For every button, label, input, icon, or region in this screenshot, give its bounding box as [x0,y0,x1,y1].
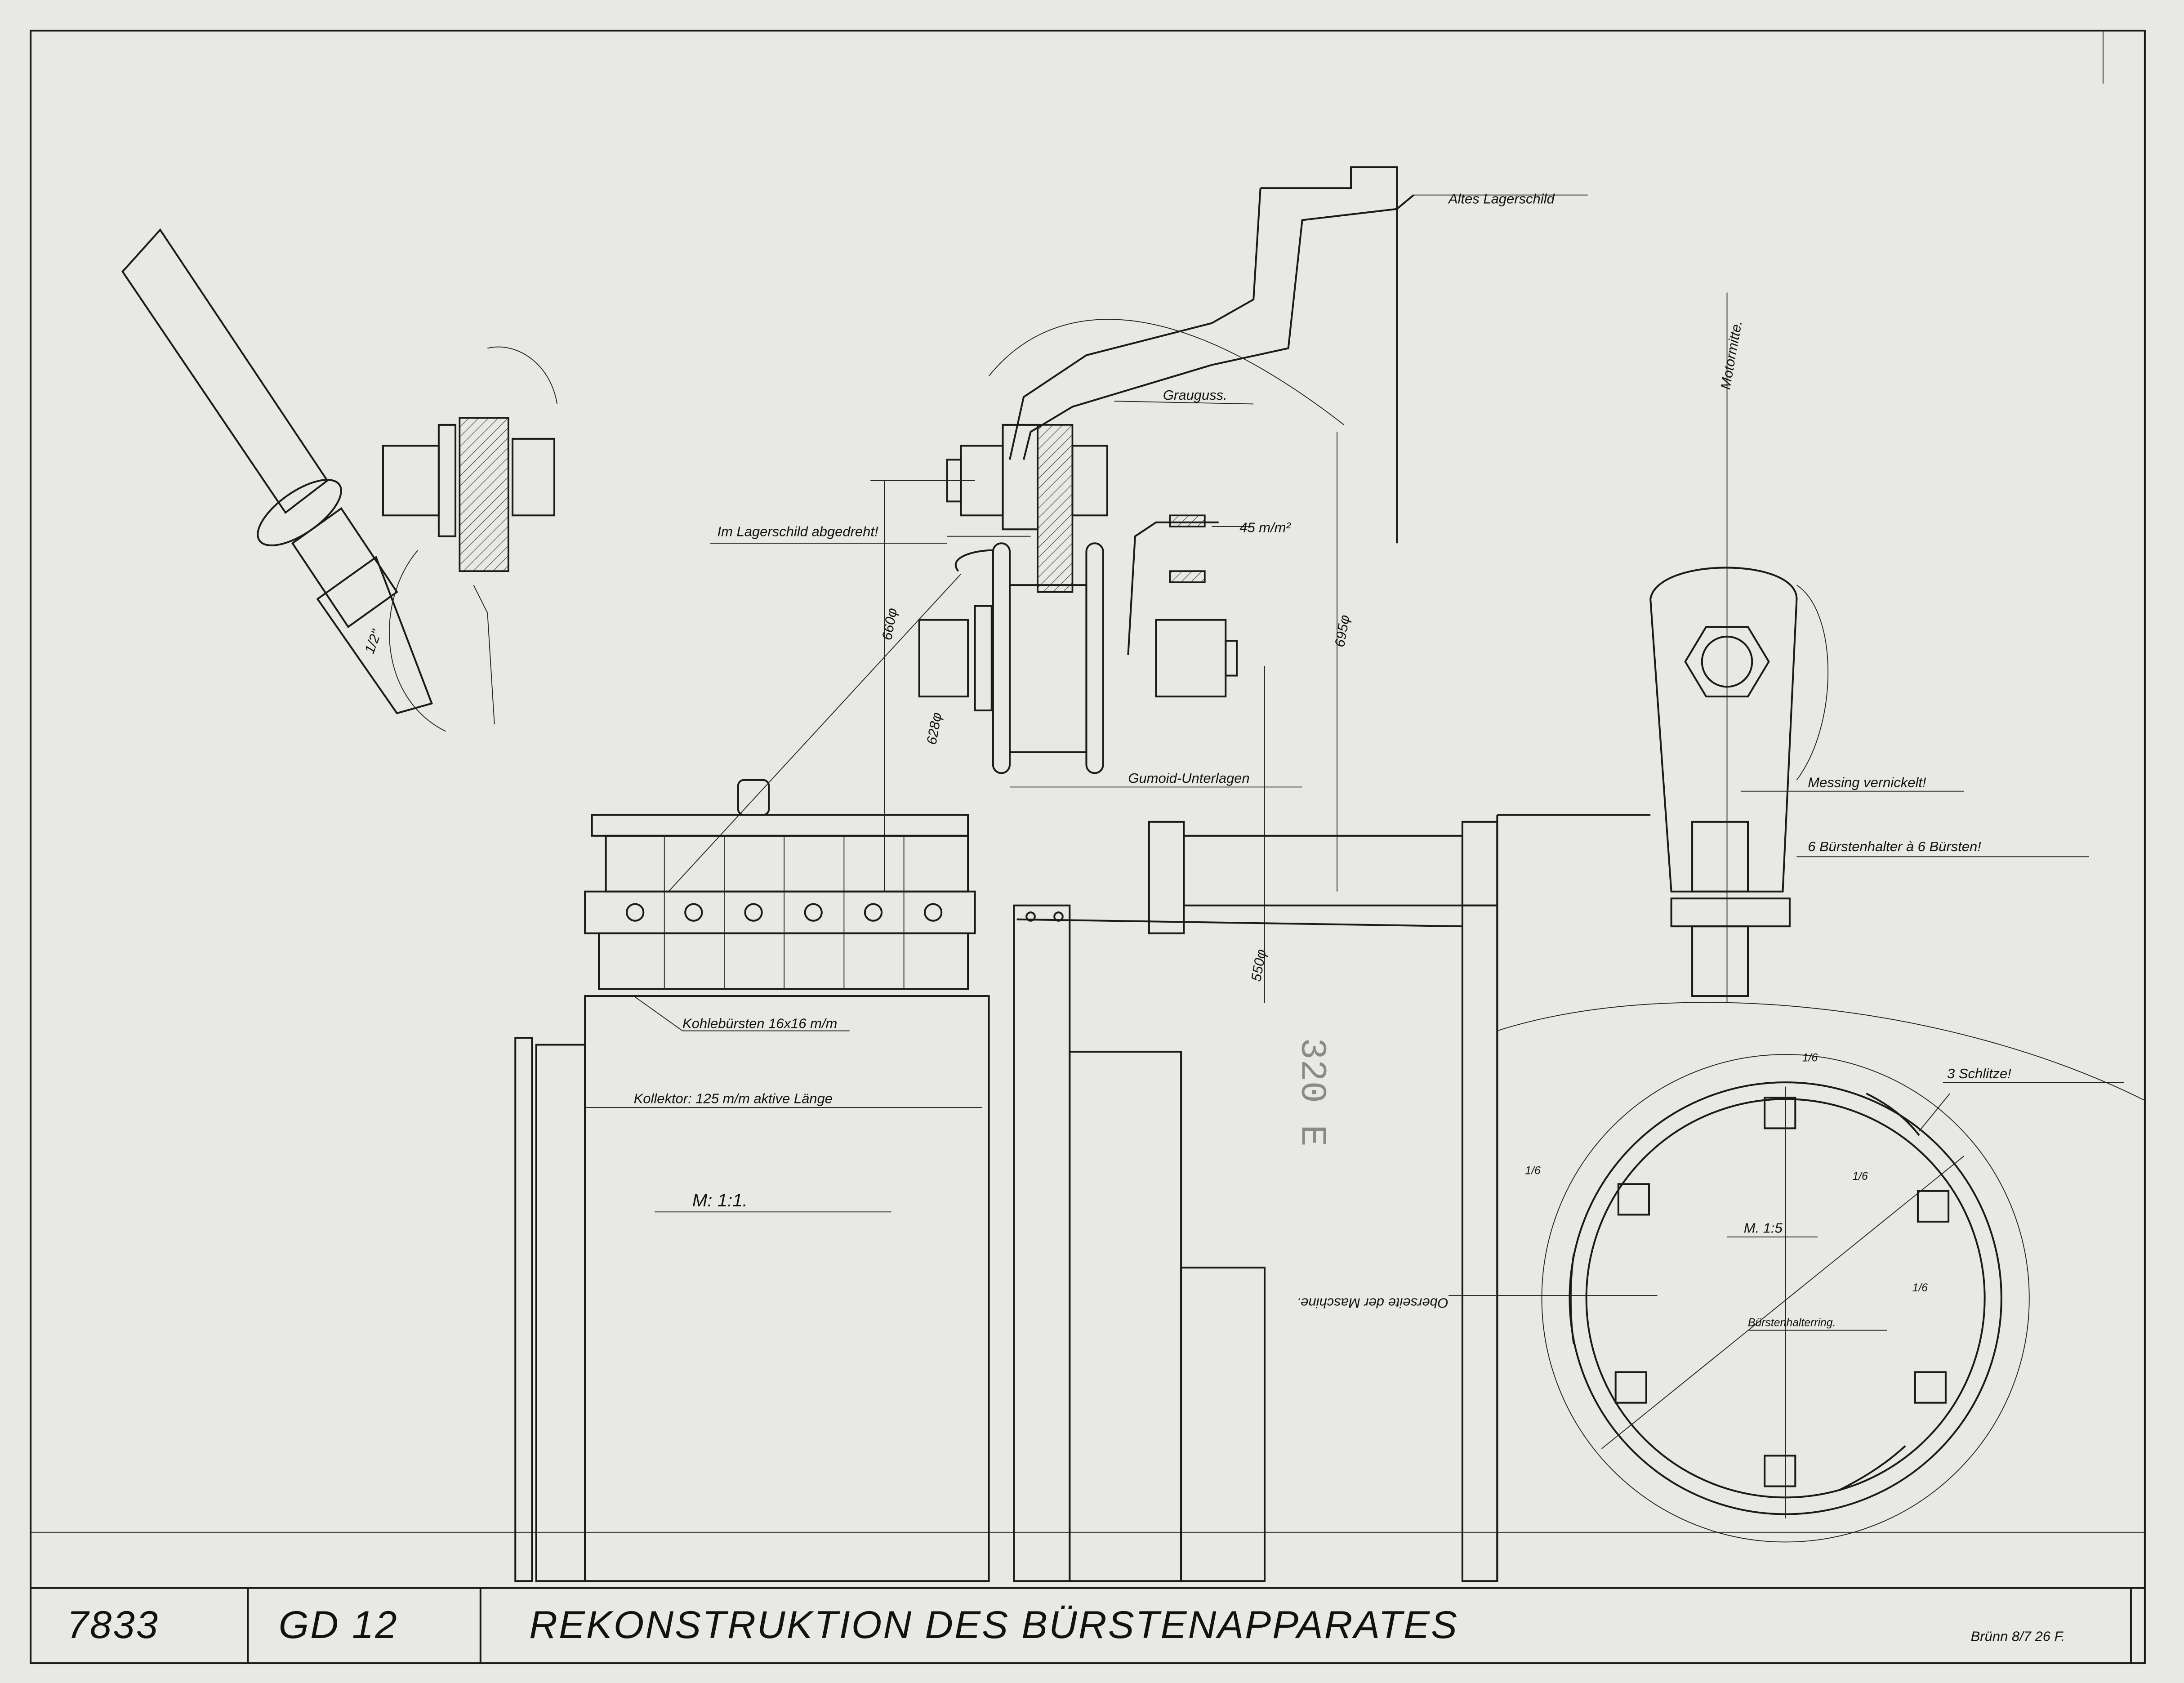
place-date-signature: Brünn 8/7 26 F. [1971,1628,2065,1644]
dimension-660: 660φ [879,607,900,641]
label-ring-name: Bürstenhalterring. [1748,1317,1836,1329]
label-sixth-left: 1/6 [1525,1165,1541,1177]
brush-holder-ring [1541,1054,2124,1543]
dimension-628: 628φ [923,711,945,746]
drawing-title: REKONSTRUKTION DES BÜRSTENAPPARATES [529,1603,1458,1647]
bolt-assembly [668,401,1338,1003]
label-scale-main: M: 1:1. [692,1190,748,1210]
thread-label: 1/2" [361,627,385,656]
handle-detail: 1/2" [121,228,558,732]
type-code: GD 12 [279,1603,398,1647]
label-abgedreht: Im Lagerschild abgedreht! [717,524,878,540]
label-cross-section: 45 m/m² [1239,519,1291,535]
label-oberseite: Oberseite der Maschine. [1297,1295,1449,1311]
label-sixth-top: 1/6 [1802,1052,1818,1064]
label-altes-lagerschild: Altes Lagerschild [1448,191,1556,206]
label-sixth-right: 1/6 [1912,1282,1928,1294]
label-motormitte: Motormitte. [1717,319,1745,391]
label-kollektor: Kollektor: 125 m/m aktive Länge [634,1091,833,1107]
label-messing: Messing vernickelt! [1808,774,1926,790]
brush-holder-arm [1649,292,2090,1003]
label-sixth-center: 1/6 [1852,1170,1868,1183]
label-kohlebuersten: Kohlebürsten 16x16 m/m [682,1015,837,1031]
label-grauguss: Grauguss. [1163,387,1227,403]
label-scale-ring: M. 1:5 [1744,1220,1783,1236]
brush-holes [626,903,943,922]
bearing-shield [988,166,1588,544]
dimension-695: 695φ [1332,614,1353,648]
brush-holder-row [584,779,976,1031]
label-buerstenhalter: 6 Bürstenhalter à 6 Bürsten! [1808,839,1981,854]
holder-squares [1614,1097,1950,1487]
sheet-border [30,30,2146,1665]
archive-stamp: 320 E [1291,1038,1332,1147]
drawing-number: 7833 [67,1603,159,1647]
dimension-550: 550φ [1248,948,1269,982]
label-schlitze: 3 Schlitze! [1947,1066,2011,1081]
label-gumoid: Gumoid-Unterlagen [1128,770,1249,786]
commutator-section: 320 E [514,814,2145,1582]
